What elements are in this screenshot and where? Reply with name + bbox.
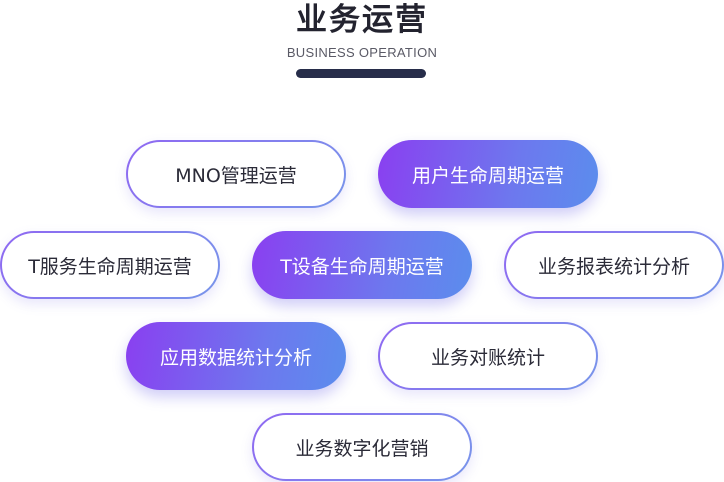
item-user-lifecycle[interactable]: 用户生命周期运营 bbox=[378, 140, 598, 208]
item-label: 业务数字化营销 bbox=[295, 437, 429, 460]
section-subtitle: BUSINESS OPERATION bbox=[286, 45, 438, 60]
item-label: MNO管理运营 bbox=[175, 164, 297, 187]
item-mno-management[interactable]: MNO管理运营 bbox=[126, 140, 346, 208]
item-label: 业务对账统计 bbox=[430, 346, 545, 369]
item-label: T设备生命周期运营 bbox=[280, 255, 444, 278]
item-label: 业务报表统计分析 bbox=[537, 255, 690, 278]
item-business-report[interactable]: 业务报表统计分析 bbox=[504, 231, 724, 299]
item-service-lifecycle[interactable]: T服务生命周期运营 bbox=[0, 231, 220, 299]
section-title: 业务运营 bbox=[296, 2, 428, 38]
item-reconciliation[interactable]: 业务对账统计 bbox=[378, 322, 598, 390]
item-label: 应用数据统计分析 bbox=[159, 346, 312, 369]
item-device-lifecycle[interactable]: T设备生命周期运营 bbox=[252, 231, 472, 299]
item-label: 用户生命周期运营 bbox=[411, 164, 564, 187]
title-underline bbox=[296, 69, 426, 78]
item-app-data-analysis[interactable]: 应用数据统计分析 bbox=[126, 322, 346, 390]
item-label: T服务生命周期运营 bbox=[28, 255, 192, 278]
item-digital-marketing[interactable]: 业务数字化营销 bbox=[252, 413, 472, 481]
